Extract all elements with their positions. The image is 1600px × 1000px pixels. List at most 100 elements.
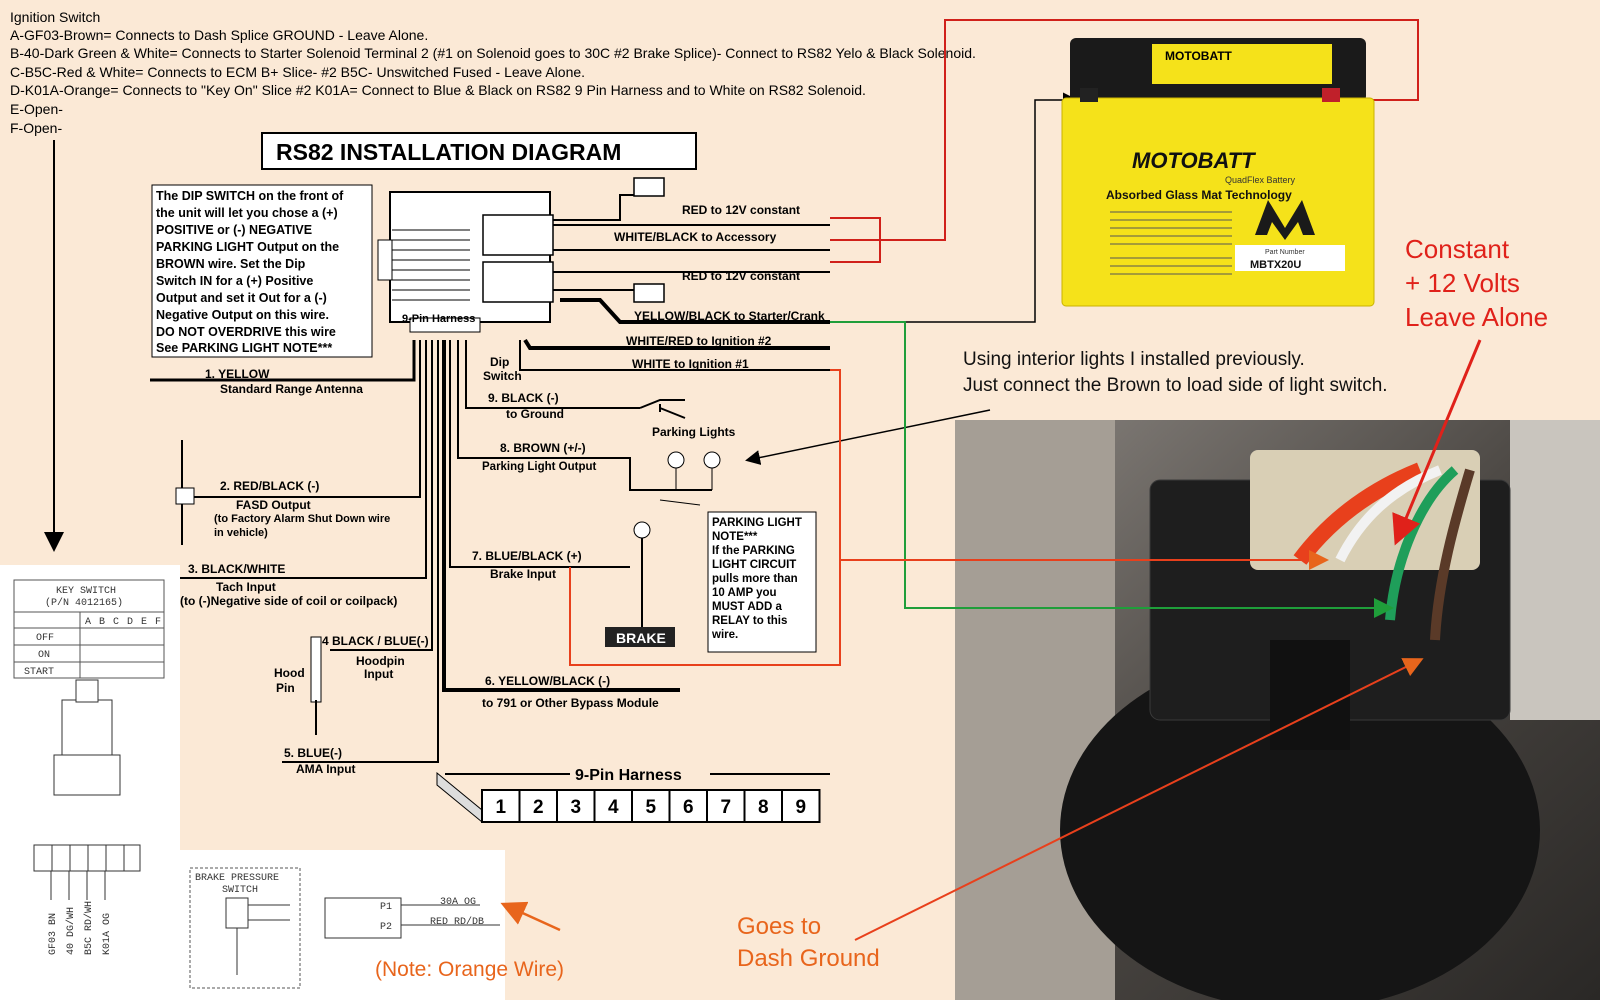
svg-text:POSITIVE or (-) NEGATIVE: POSITIVE or (-) NEGATIVE	[156, 223, 312, 237]
brake-switch-title-1: BRAKE PRESSURE	[195, 873, 279, 884]
orange-note-arrow	[500, 901, 561, 932]
svg-text:Hood: Hood	[274, 666, 305, 680]
svg-text:Constant: Constant	[1405, 234, 1510, 264]
interior-line-1: Using interior lights I installed previo…	[963, 349, 1305, 370]
interior-line-2: Just connect the Brown to load side of l…	[963, 375, 1388, 396]
brake-label: BRAKE	[616, 630, 666, 646]
svg-text:ON: ON	[38, 650, 50, 661]
svg-text:3. BLACK/WHITE: 3. BLACK/WHITE	[188, 562, 285, 576]
svg-text:PARKING LIGHT: PARKING LIGHT	[712, 517, 802, 529]
pin-number: 2	[533, 797, 544, 818]
svg-text:Hoodpin: Hoodpin	[356, 654, 405, 668]
parking-light-bulbs	[660, 451, 721, 491]
constant-annotation: Constant + 12 Volts Leave Alone	[1405, 234, 1548, 332]
key-switch-pn: (P/N 4012165)	[45, 597, 123, 609]
dip-label-2: Switch	[483, 369, 522, 383]
key-switch-panel	[0, 565, 180, 1000]
svg-text:C: C	[113, 617, 119, 628]
svg-text:6. YELLOW/BLACK (-): 6. YELLOW/BLACK (-)	[485, 674, 610, 688]
pin-cell	[668, 789, 708, 823]
svg-text:GF03 BN: GF03 BN	[48, 913, 59, 955]
orange-note: (Note: Orange Wire)	[375, 958, 564, 981]
svg-text:2. RED/BLACK (-): 2. RED/BLACK (-)	[220, 479, 319, 493]
key-switch-wires: GF03 BN 40 DG/WH B5C RD/WH K01A OG	[48, 901, 113, 955]
svg-text:7. BLUE/BLACK (+): 7. BLUE/BLACK (+)	[472, 549, 582, 563]
svg-text:to Ground: to Ground	[506, 407, 564, 421]
svg-text:RED to 12V constant: RED to 12V constant	[682, 269, 800, 283]
pin-strip-side	[436, 771, 483, 824]
relay-wire-labels: RED to 12V constant WHITE/BLACK to Acces…	[614, 203, 825, 371]
brake-switch-p1: P1	[380, 902, 392, 913]
fasd-connector	[175, 440, 195, 545]
svg-text:AMA Input: AMA Input	[296, 762, 356, 776]
svg-text:Input: Input	[364, 667, 393, 681]
svg-text:RELAY to this: RELAY to this	[712, 615, 787, 627]
svg-text:Pin: Pin	[276, 681, 295, 695]
svg-text:4 BLACK / BLUE(-): 4 BLACK / BLUE(-)	[322, 634, 429, 648]
svg-text:the unit will let you chose a: the unit will let you chose a (+)	[156, 206, 338, 220]
header-line-a: A-GF03-Brown= Connects to Dash Splice GR…	[10, 27, 428, 43]
svg-text:wire.: wire.	[711, 629, 738, 641]
constant-arrow	[1392, 339, 1482, 546]
svg-text:If the PARKING: If the PARKING	[712, 545, 795, 557]
svg-text:8. BROWN (+/-): 8. BROWN (+/-)	[500, 441, 586, 455]
battery	[1061, 38, 1375, 307]
svg-text:+ 12 Volts: + 12 Volts	[1405, 268, 1520, 298]
svg-text:MUST ADD a: MUST ADD a	[712, 601, 782, 613]
svg-text:Brake Input: Brake Input	[490, 567, 556, 581]
battery-fine-print	[1110, 211, 1232, 275]
diagram-title-box	[261, 132, 697, 170]
parking-note-pointer	[659, 499, 701, 506]
svg-text:pulls more than: pulls more than	[712, 573, 798, 585]
pin-number: 8	[758, 797, 769, 818]
svg-text:10 AMP you: 10 AMP you	[712, 587, 777, 599]
svg-text:1. YELLOW: 1. YELLOW	[205, 367, 270, 381]
parking-note: PARKING LIGHT NOTE*** If the PARKING LIG…	[711, 517, 802, 641]
svg-text:Switch IN for a (+) Positive: Switch IN for a (+) Positive	[156, 274, 313, 288]
svg-text:40 DG/WH: 40 DG/WH	[65, 907, 77, 955]
battery-red-wires	[830, 19, 1419, 263]
parking-note-box	[707, 511, 817, 653]
dash-ground-arrow	[854, 658, 1424, 941]
pin-number: 4	[608, 797, 619, 818]
key-switch-cols: A B C D E F	[85, 617, 161, 628]
dash-ground-line-1: Goes to	[737, 913, 821, 940]
pin-number: 3	[570, 797, 581, 818]
svg-text:E: E	[141, 617, 147, 628]
svg-text:FASD Output: FASD Output	[236, 498, 311, 512]
pin-number: 7	[720, 797, 731, 818]
brake-switch-title-2: SWITCH	[222, 885, 258, 896]
svg-text:Standard Range Antenna: Standard Range Antenna	[220, 382, 363, 396]
svg-text:(to Factory Alarm Shut Down wi: (to Factory Alarm Shut Down wire	[214, 513, 390, 525]
dip-note: The DIP SWITCH on the front of the unit …	[156, 189, 344, 355]
pin-number: 5	[645, 797, 656, 818]
dash-ground-line-2: Dash Ground	[737, 945, 880, 972]
dip-label-1: Dip	[490, 355, 509, 369]
header-line-d: D-K01A-Orange= Connects to "Key On" Slic…	[10, 82, 866, 98]
svg-text:5. BLUE(-): 5. BLUE(-)	[284, 746, 342, 760]
pin-cell	[781, 789, 821, 823]
ground-terminal	[639, 399, 686, 419]
svg-text:See PARKING LIGHT NOTE***: See PARKING LIGHT NOTE***	[156, 341, 332, 355]
header-line-b: B-40-Dark Green & White= Connects to Sta…	[10, 45, 976, 61]
header-line-c: C-B5C-Red & White= Connects to ECM B+ Sl…	[10, 64, 585, 80]
header-line-e: E-Open-	[10, 101, 63, 117]
svg-text:Tach Input: Tach Input	[216, 580, 276, 594]
svg-text:in vehicle): in vehicle)	[214, 527, 268, 539]
brake-switch-panel	[180, 850, 505, 1000]
key-switch-rows: OFF ON START	[24, 633, 54, 678]
hood-pin-switch	[310, 636, 322, 735]
battery-brand: MOTOBATT	[1132, 148, 1256, 173]
dip-note-box	[151, 184, 373, 358]
svg-text:WHITE/RED to Ignition #2: WHITE/RED to Ignition #2	[626, 334, 772, 348]
battery-m-logo	[1255, 200, 1315, 240]
battery-sub: QuadFlex Battery	[1225, 175, 1296, 185]
key-switch-title: KEY SWITCH	[56, 586, 116, 597]
svg-text:BROWN wire. Set the Dip: BROWN wire. Set the Dip	[156, 257, 306, 271]
svg-text:DO NOT OVERDRIVE this wire: DO NOT OVERDRIVE this wire	[156, 325, 336, 339]
interior-arrow	[745, 409, 991, 465]
svg-text:D: D	[127, 617, 133, 628]
svg-text:WHITE/BLACK to Accessory: WHITE/BLACK to Accessory	[614, 230, 777, 244]
